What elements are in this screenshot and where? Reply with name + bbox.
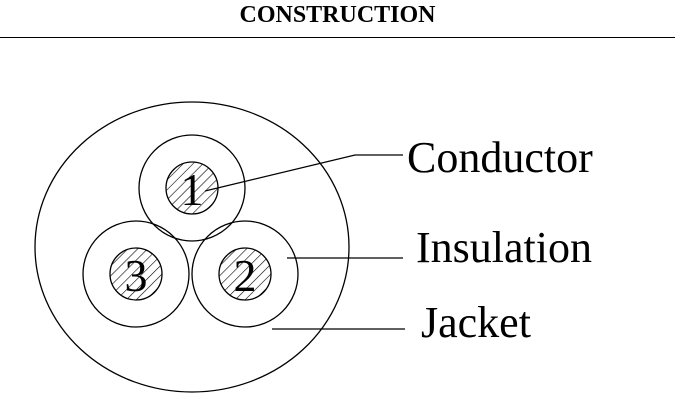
core-1-number: 1 — [181, 164, 204, 215]
core-1-insulation — [138, 134, 246, 242]
page-title: CONSTRUCTION — [239, 2, 436, 28]
core-2-conductor — [218, 247, 272, 301]
core-2: 2 — [191, 220, 299, 328]
conductor-leader-line — [204, 154, 403, 192]
jacket-outline — [34, 101, 350, 393]
jacket-label: Jacket — [421, 298, 531, 347]
title-divider — [0, 37, 675, 38]
core-3-number: 3 — [125, 250, 148, 301]
conductor-label: Conductor — [407, 133, 593, 182]
core-3: 3 — [82, 220, 190, 328]
core-2-number: 2 — [234, 250, 257, 301]
insulation-label: Insulation — [416, 223, 592, 272]
core-3-conductor — [109, 247, 163, 301]
core-2-insulation — [191, 220, 299, 328]
core-3-insulation — [82, 220, 190, 328]
core-1: 1 — [138, 134, 246, 242]
